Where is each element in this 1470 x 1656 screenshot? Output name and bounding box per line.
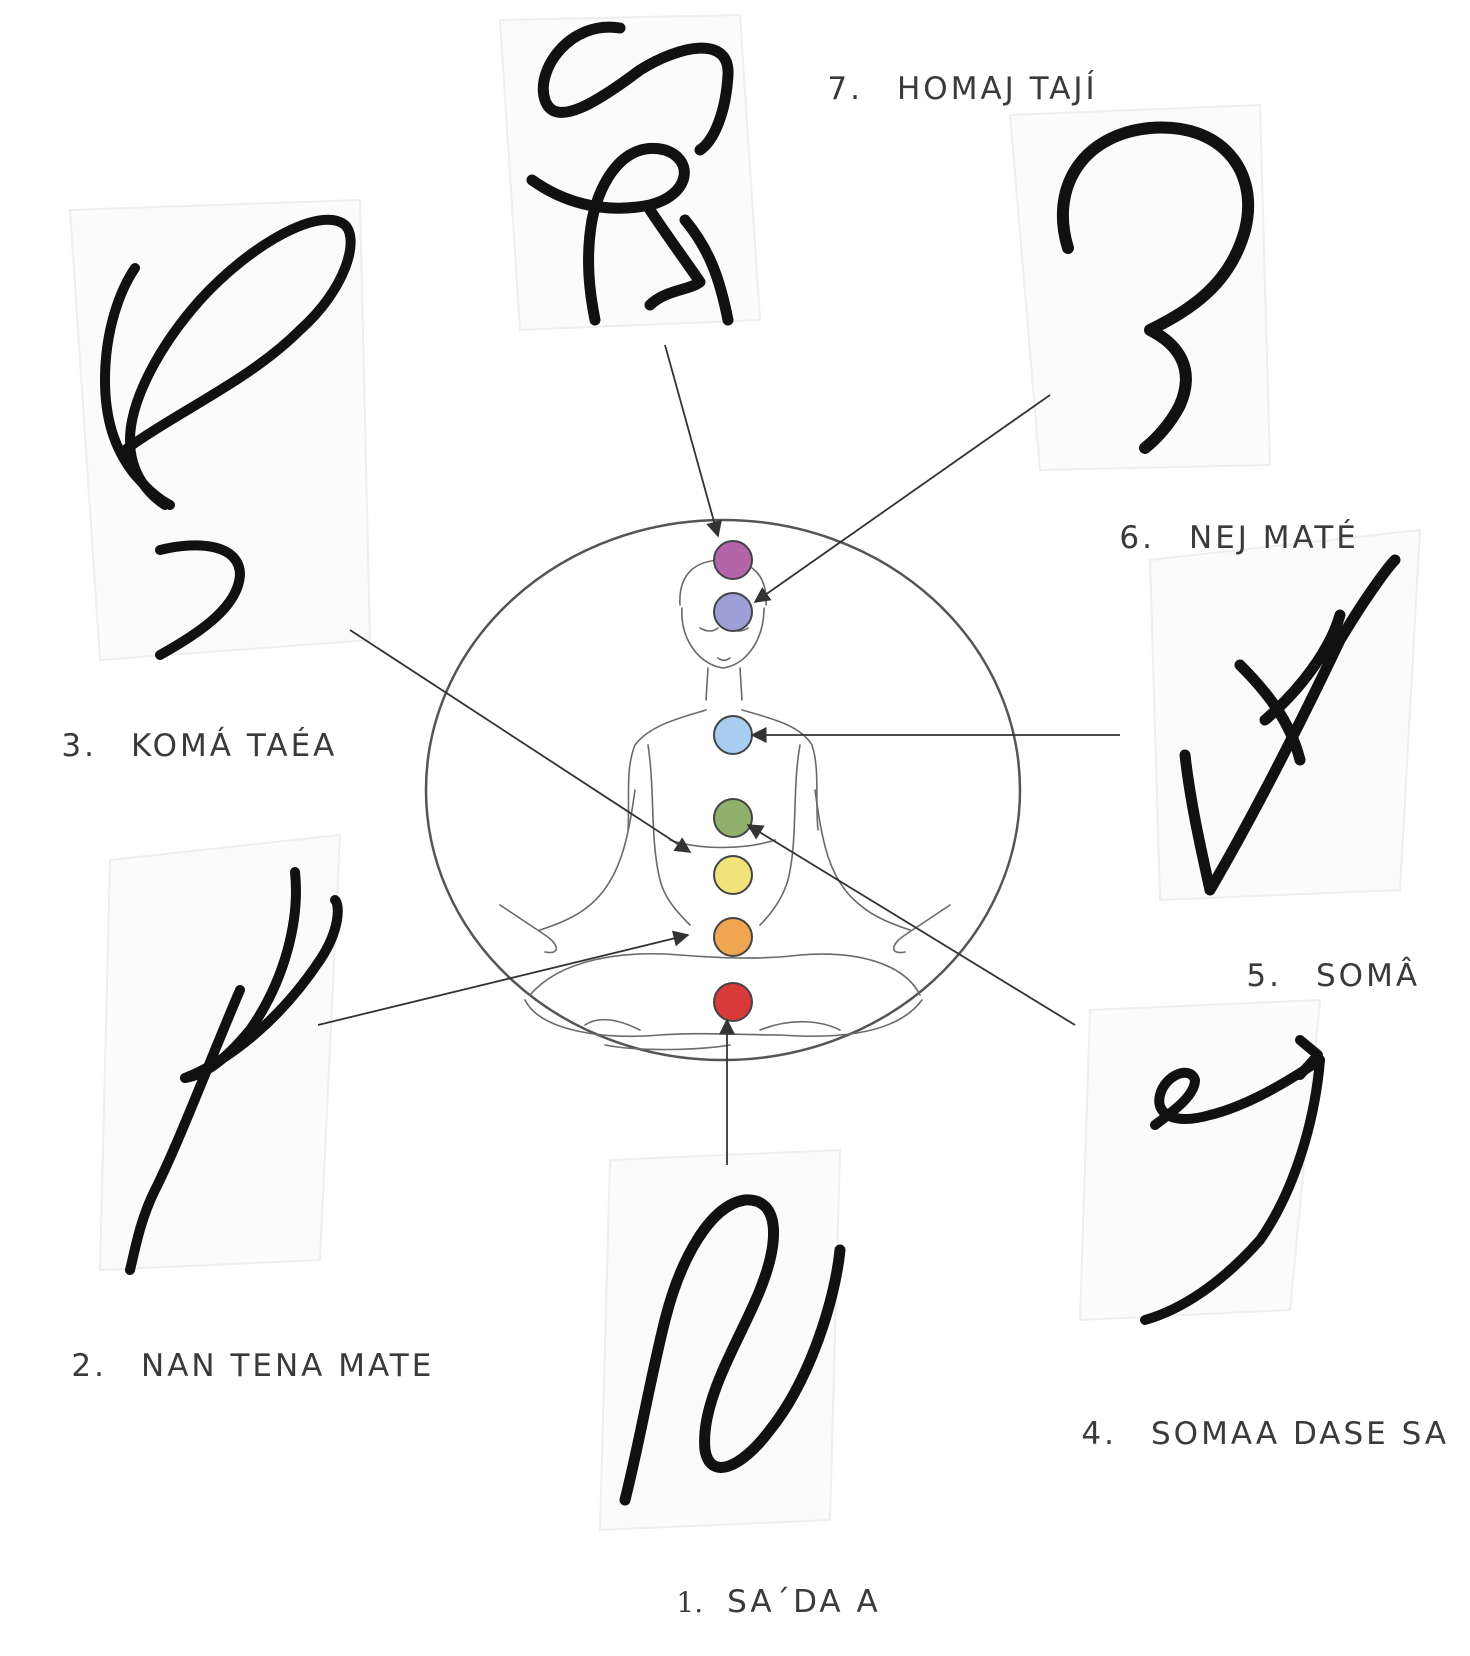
label-3-number: 3. xyxy=(61,728,97,764)
label-6-number: 6. xyxy=(1119,520,1155,556)
chakra-root xyxy=(714,983,752,1021)
label-7: 7. HOMAJ TAJÍ xyxy=(776,35,1098,143)
arrow-7-crown xyxy=(665,345,718,536)
arrow-2-sacral xyxy=(318,935,688,1025)
chakra-crown xyxy=(714,541,752,579)
label-7-number: 7. xyxy=(827,71,863,107)
connector-arrows xyxy=(318,345,1120,1165)
chakra-column xyxy=(714,541,752,1021)
label-3: 3. KOMÁ TAÉA xyxy=(10,692,337,800)
label-5-name: SOMÂ xyxy=(1316,958,1420,994)
arrow-4-heart xyxy=(748,825,1075,1025)
label-5: 5. SOMÂ xyxy=(1195,922,1420,1030)
label-6-name: NEJ MATÉ xyxy=(1189,520,1359,556)
chakra-symbols-diagram: 7. HOMAJ TAJÍ 6. NEJ MATÉ 3. KOMÁ TAÉA 5. SO… xyxy=(0,0,1470,1597)
chakra-heart xyxy=(714,799,752,837)
label-6: 6. NEJ MATÉ xyxy=(1068,484,1359,592)
label-5-number: 5. xyxy=(1246,958,1282,994)
label-7-name: HOMAJ TAJÍ xyxy=(897,71,1098,107)
chakra-third-eye xyxy=(714,593,752,631)
label-2-number: 2. xyxy=(71,1348,107,1384)
chakra-throat xyxy=(714,716,752,754)
label-4-name: SOMAA DASE SA xyxy=(1151,1416,1449,1452)
chakra-solar-plexus xyxy=(714,856,752,894)
label-2: 2. NAN TENA MATE xyxy=(20,1312,434,1420)
label-3-name: KOMÁ TAÉA xyxy=(131,728,337,764)
chakra-sacral xyxy=(714,918,752,956)
label-2-name: NAN TENA MATE xyxy=(141,1348,434,1384)
label-1-number: 1. xyxy=(676,1586,703,1619)
label-4-number: 4. xyxy=(1081,1416,1117,1452)
label-4: 4. SOMAA DASE SA xyxy=(1030,1380,1449,1488)
label-1: 1. SA´DA A xyxy=(625,1548,881,1656)
label-1-name: SA´DA A xyxy=(727,1584,881,1620)
arrow-6-third-eye xyxy=(755,395,1050,602)
